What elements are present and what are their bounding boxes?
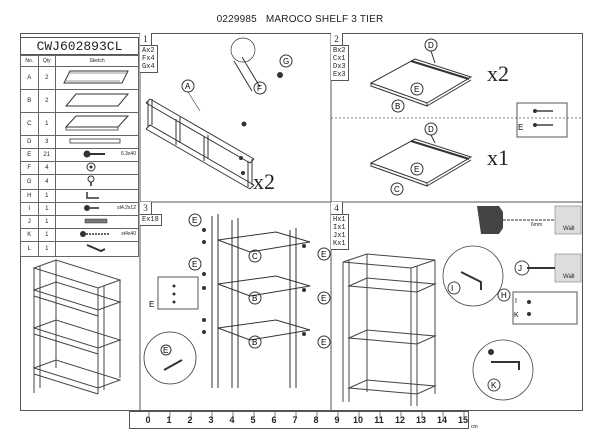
svg-text:E: E: [414, 85, 419, 94]
step-2-multiplier-bottom: x1: [487, 145, 509, 170]
ruler-tick-7: 7: [292, 415, 298, 425]
product-name: MAROCO SHELF 3 TIER: [265, 14, 384, 25]
rod-sketch: [55, 135, 139, 149]
wall-drill-detail: [477, 205, 582, 283]
svg-text:K: K: [514, 312, 519, 319]
parts-table: No. Qty Sketch A 2 B 2 C 1 D 3 E 21: [20, 55, 139, 257]
ruler-tick-8: 8: [313, 415, 319, 425]
part-row-l: L 1: [20, 241, 139, 257]
screw-i-sketch: st4.2x12: [55, 202, 139, 216]
callout-j: J: [518, 264, 522, 273]
svg-text:I: I: [515, 298, 517, 305]
step-1-drawing: A G F: [145, 37, 293, 190]
step-2-panel: 2 Bx2 Cx1 Dx3 Ex3 D B E D C E E x2 x1: [331, 33, 583, 202]
step-4-drawing: I H J K I K: [342, 205, 582, 406]
callout-e: E: [192, 216, 197, 225]
screw-detail-box: [516, 102, 568, 138]
callout-h: H: [501, 291, 507, 300]
step-4-panel: 4 Hx1 Ix1 Jx1 Kx1 I H J: [331, 202, 583, 411]
svg-text:B: B: [395, 102, 400, 111]
callout-g: G: [283, 57, 289, 66]
svg-text:E: E: [321, 250, 326, 259]
svg-text:C: C: [252, 252, 258, 261]
svg-text:E: E: [321, 294, 326, 303]
svg-text:E: E: [149, 300, 154, 309]
ruler-ticks: [148, 412, 465, 418]
wall-label-2: Wall: [563, 274, 575, 280]
callout-i: I: [451, 284, 453, 293]
wall-label-1: Wall: [563, 226, 575, 232]
ruler-tick-15: 15: [457, 415, 468, 425]
part-row-c: C 1: [20, 112, 139, 136]
svg-text:E: E: [414, 165, 419, 174]
drill-size: 6mm: [531, 222, 543, 228]
screw-k-sketch: st4x40: [55, 228, 139, 242]
ruler-tick-12: 12: [394, 415, 405, 425]
part-row-d: D 3: [20, 135, 139, 149]
step-1-bom: Ax2 Fx4 Gx4: [140, 45, 158, 73]
svg-text:D: D: [428, 125, 434, 134]
product-code: 0229985: [216, 14, 257, 25]
ruler-tick-9: 9: [334, 415, 340, 425]
svg-text:B: B: [252, 338, 257, 347]
overview-shelf-illustration: [32, 259, 122, 395]
step-2-drawing: D B E D C E E: [369, 38, 568, 196]
shelf-board-c-sketch: [55, 112, 139, 136]
callout-c: C: [394, 185, 400, 194]
svg-text:B: B: [252, 294, 257, 303]
step-3-drawing: E C E E B E B E E E: [143, 213, 331, 388]
step-4-bom: Hx1 Ix1 Jx1 Kx1: [331, 214, 349, 250]
ruler-tick-13: 13: [415, 415, 426, 425]
ruler-tick-14: 14: [436, 415, 447, 425]
document-title: 0229985 MAROCO SHELF 3 TIER: [0, 14, 600, 25]
callout-f: F: [257, 84, 262, 93]
svg-text:E: E: [518, 123, 523, 132]
part-row-f: F 4: [20, 161, 139, 175]
ruler-tick-0: 0: [145, 415, 151, 425]
step-2-bom: Bx2 Cx1 Dx3 Ex3: [331, 45, 349, 81]
part-row-i: I 1 st4.2x12: [20, 202, 139, 216]
model-code: CWJ602893CL: [20, 37, 139, 55]
callout-k: K: [491, 381, 497, 390]
step-2-multiplier-top: x2: [487, 61, 509, 86]
ruler-tick-2: 2: [187, 415, 193, 425]
allen-key-sketch: [55, 241, 139, 257]
ruler-tick-5: 5: [250, 415, 256, 425]
part-row-a: A 2: [20, 66, 139, 90]
ruler-tick-6: 6: [271, 415, 277, 425]
ruler-tick-3: 3: [208, 415, 214, 425]
ruler-tick-4: 4: [229, 415, 235, 425]
step-3-panel: 3 Ex18 E C E E B E B E: [140, 202, 331, 411]
svg-text:E: E: [163, 346, 168, 355]
callout-d: D: [428, 41, 434, 50]
ruler-tick-10: 10: [352, 415, 363, 425]
ruler-tick-11: 11: [374, 415, 384, 425]
ruler: [129, 411, 469, 429]
svg-text:E: E: [192, 260, 197, 269]
step-1-panel: 1 Ax2 Fx4 Gx4 A G F x2: [140, 33, 331, 202]
ruler-tick-1: 1: [166, 415, 172, 425]
step-3-bom: Ex18: [140, 214, 162, 226]
svg-text:E: E: [321, 338, 326, 347]
step-1-multiplier: x2: [253, 169, 275, 194]
callout-a: A: [185, 82, 191, 91]
ruler-unit: cm: [471, 424, 478, 430]
frame-sketch: [55, 66, 139, 90]
